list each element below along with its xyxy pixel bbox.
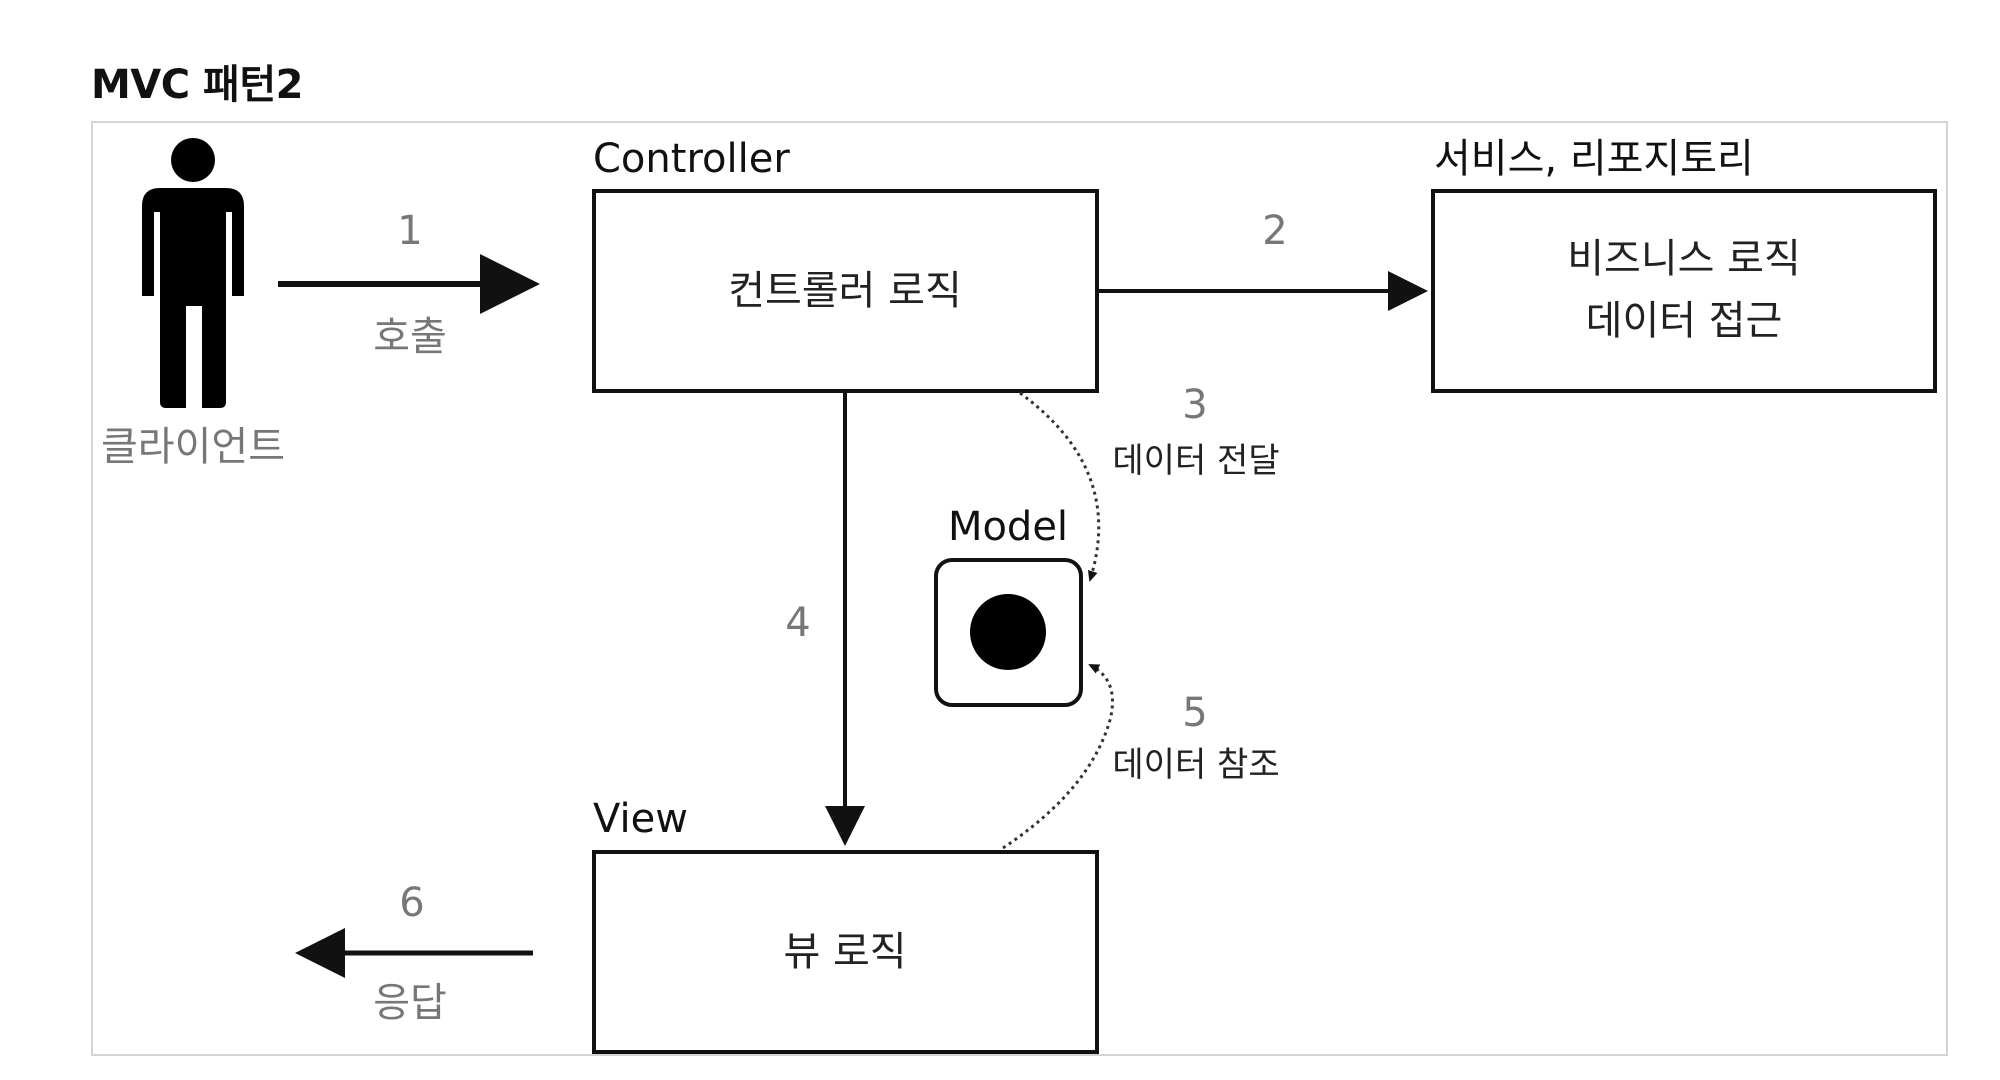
client-label: 클라이언트 [101, 424, 285, 470]
view-box [592, 850, 1099, 1054]
client-person-icon [142, 138, 244, 408]
step-4-number: 4 [785, 600, 810, 646]
controller-box [592, 189, 1099, 393]
controller-logic-text: 컨트롤러 로직 [728, 268, 962, 314]
controller-label: Controller [593, 136, 790, 182]
step-6-number: 6 [399, 880, 424, 926]
data-access-text: 데이터 접근 [1586, 298, 1783, 344]
model-dot-icon [970, 594, 1046, 670]
step-5-label: 데이터 참조 [1112, 745, 1279, 785]
step-2-number: 2 [1262, 208, 1287, 254]
step-1-number: 1 [397, 208, 422, 254]
step-6-label: 응답 [373, 980, 447, 1026]
business-logic-text: 비즈니스 로직 [1567, 236, 1801, 282]
step-3-label: 데이터 전달 [1112, 441, 1279, 481]
service-label: 서비스, 리포지토리 [1434, 136, 1754, 182]
diagram-frame [91, 121, 1948, 1056]
data-pass-dotted-arrow [1019, 391, 1101, 582]
step-3-number: 3 [1182, 382, 1207, 428]
model-label: Model [948, 504, 1068, 550]
data-reference-dotted-arrow [1002, 663, 1114, 850]
step-1-label: 호출 [373, 314, 447, 360]
view-logic-text: 뷰 로직 [783, 929, 906, 975]
step-5-number: 5 [1182, 690, 1207, 736]
page-title: MVC 패턴2 [91, 62, 303, 108]
view-label: View [593, 796, 688, 842]
service-box [1431, 189, 1937, 393]
